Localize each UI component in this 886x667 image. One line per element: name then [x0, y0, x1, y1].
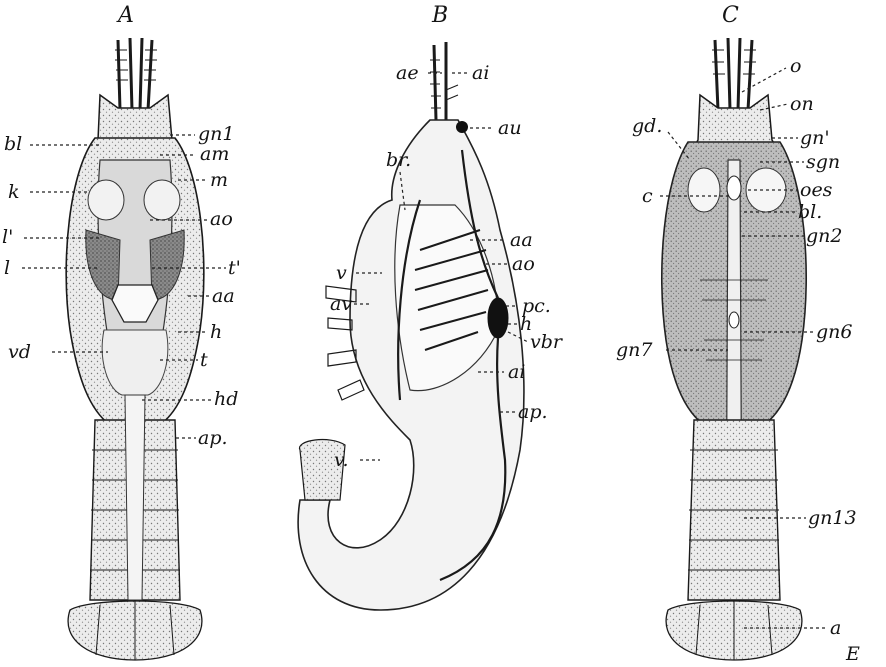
label-on: on	[790, 93, 814, 115]
panel-b-title: B	[431, 3, 448, 28]
label-c-bl: bl.	[798, 201, 822, 223]
label-aa: aa	[212, 285, 235, 307]
label-vbr: vbr	[530, 331, 564, 353]
label-av: av	[330, 293, 352, 315]
label-m: m	[210, 169, 228, 191]
label-gn13: gn13	[808, 507, 857, 529]
label-gn6: gn6	[816, 321, 853, 343]
panel-c-title: C	[722, 3, 739, 28]
label-oes: oes	[800, 179, 833, 201]
label-gn1: gn1	[198, 123, 235, 145]
panel-c: C o on gd. gn' sgn c oes bl. gn2 gn7 gn6…	[616, 3, 860, 665]
label-ao: ao	[210, 208, 233, 230]
label-ap: ap.	[198, 427, 228, 449]
label-b-aa: aa	[510, 229, 533, 251]
label-v-top: v	[336, 262, 347, 284]
label-gn7: gn7	[616, 339, 653, 361]
label-sgn: sgn	[806, 151, 840, 173]
label-br: br.	[386, 149, 411, 171]
panel-a: A bl gn1 am k m ao l' l t' aa h vd t hd …	[2, 3, 241, 660]
label-t-prime: t'	[228, 257, 241, 279]
label-gd: gd.	[632, 115, 662, 137]
panel-a-gland-right	[144, 180, 180, 220]
label-ae: ae	[396, 62, 419, 84]
label-l-prime: l'	[2, 226, 13, 248]
label-hd: hd	[214, 388, 238, 410]
label-bl: bl	[4, 133, 22, 155]
panel-a-antennae	[115, 38, 157, 110]
label-gn-prime: gn'	[800, 127, 830, 149]
panel-b-eye	[456, 121, 468, 133]
label-au: au	[498, 117, 522, 139]
label-l: l	[4, 257, 10, 279]
label-am: am	[200, 143, 229, 165]
label-h: h	[210, 321, 222, 343]
label-k: k	[8, 181, 20, 203]
label-gn2: gn2	[806, 225, 843, 247]
panel-a-gland-left	[88, 180, 124, 220]
label-ai-top: ai	[472, 62, 489, 84]
panel-b: B ae ai au br. aa ao pc. h v av vbr ai a…	[298, 3, 564, 610]
label-b-ap: ap.	[518, 401, 548, 423]
label-v-bottom: v.	[334, 449, 349, 471]
label-b-ai: ai	[508, 361, 525, 383]
panel-a-testis	[102, 330, 168, 395]
panel-a-abdomen	[68, 395, 202, 660]
label-vd: vd	[8, 341, 31, 363]
panel-c-green-gland-left	[688, 168, 720, 212]
engraver-signature: E	[845, 643, 860, 665]
label-t: t	[200, 349, 208, 371]
panel-b-heart	[488, 298, 508, 338]
panel-a-title: A	[116, 3, 134, 28]
label-c: c	[642, 185, 653, 207]
label-o: o	[790, 55, 801, 77]
label-a: a	[830, 617, 841, 639]
label-b-ao: ao	[512, 253, 535, 275]
